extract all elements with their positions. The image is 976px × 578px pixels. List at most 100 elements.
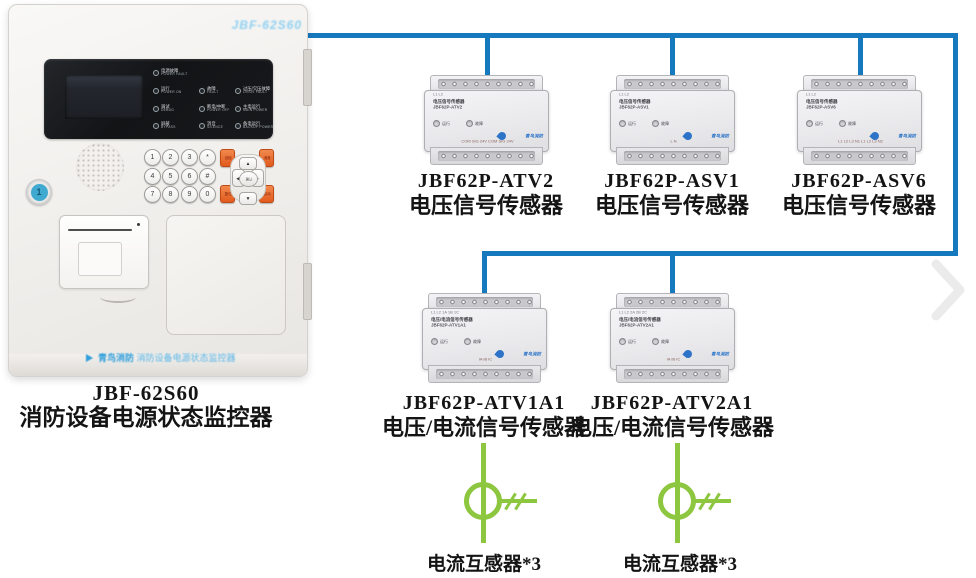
paper-guide <box>100 291 136 303</box>
terminal-screws <box>811 151 908 161</box>
terminal-block-bottom <box>430 147 543 165</box>
run-led <box>619 120 626 127</box>
panel-model-text: JBF-62S60 <box>92 381 200 405</box>
terminal-block-bottom <box>616 147 729 165</box>
riser-wire-right <box>953 33 958 256</box>
led-dot <box>235 88 241 94</box>
drop-wire-asv6 <box>858 33 863 76</box>
key-2[interactable]: 2 <box>162 149 179 166</box>
terminal-block-bottom <box>428 365 541 383</box>
logo-icon <box>86 354 94 362</box>
key-1[interactable]: 1 <box>144 149 161 166</box>
fault-led <box>839 120 846 127</box>
led-dot <box>153 70 159 76</box>
fault-led <box>652 338 659 345</box>
key-star[interactable]: * <box>199 149 216 166</box>
led-dot <box>235 123 241 129</box>
battery-compartment-door <box>166 215 286 335</box>
terminal-marks-top: L1 L2 <box>433 92 444 97</box>
arrow-up-button[interactable]: ▲ <box>239 157 257 170</box>
key-7[interactable]: 7 <box>144 186 161 203</box>
terminal-marks-bottom: L1 L2 L3 N1 L1 L2 L3 N2 <box>838 139 883 144</box>
confirm-button[interactable]: 确认 <box>239 171 258 187</box>
fault-led <box>466 120 473 127</box>
brand-logo: 青鸟消防 <box>682 129 729 142</box>
run-led <box>431 338 438 345</box>
sensor-caption-asv1: JBF62P-ASV1 电压信号传感器 <box>594 170 749 218</box>
key-9[interactable]: 9 <box>181 186 198 203</box>
terminal-screws <box>438 151 535 161</box>
status-leds: 运行 故障 <box>806 118 858 129</box>
paper-slot <box>68 229 132 231</box>
ct-circle <box>464 482 502 520</box>
key-hash[interactable]: # <box>199 168 216 185</box>
led-dot <box>153 88 159 94</box>
sensor-caption-asv6: JBF62P-ASV6 电压信号传感器 <box>781 170 936 218</box>
next-arrow-icon[interactable] <box>928 258 972 322</box>
ct-circle <box>658 482 696 520</box>
printer-unit <box>59 215 149 303</box>
terminal-marks-bottom: L N <box>670 139 677 144</box>
run-led <box>619 338 626 345</box>
panel-caption: JBF-62S60 消防设备电源状态监控器 <box>5 381 287 431</box>
terminal-block-bottom <box>803 147 916 165</box>
key-8[interactable]: 8 <box>162 186 179 203</box>
fault-led <box>464 338 471 345</box>
drop-wire-atv1a1 <box>482 251 487 294</box>
terminal-marks-top: L1 L2 1A 1B 1C <box>431 310 460 315</box>
arrow-down-button[interactable]: ▼ <box>239 192 257 205</box>
status-leds: 运行 故障 <box>433 118 485 129</box>
printer-door[interactable] <box>78 242 136 303</box>
terminal-marks-top: L1 L2 2A 2B 2C <box>619 310 648 315</box>
drop-wire-atv2 <box>485 33 490 76</box>
terminal-marks-top: L1 L2 <box>806 92 817 97</box>
printer-led <box>137 223 140 226</box>
terminal-screws <box>436 297 533 307</box>
terminal-block-bottom <box>616 365 729 383</box>
run-led <box>433 120 440 127</box>
key-6[interactable]: 6 <box>181 168 198 185</box>
lcd-screen <box>65 75 143 119</box>
status-leds: 运行 故障 <box>431 336 483 347</box>
key-5[interactable]: 5 <box>162 168 179 185</box>
panel-hinge-top <box>303 49 312 106</box>
sensor-caption-atv1a1: JBF62P-ATV1A1 电压/电流信号传感器 <box>381 392 587 440</box>
ct-caption-2: 电流互感器*3 <box>622 554 737 575</box>
terminal-marks-bottom: IA IB IC <box>666 357 681 362</box>
led-dot <box>153 123 159 129</box>
run-led <box>806 120 813 127</box>
terminal-screws <box>624 369 721 379</box>
terminal-screws <box>436 369 533 379</box>
terminal-screws <box>624 297 721 307</box>
key-3[interactable]: 3 <box>181 149 198 166</box>
brand-logo: 青鸟消防 <box>682 347 729 360</box>
key-0[interactable]: 0 <box>199 186 216 203</box>
led-dot <box>199 106 205 112</box>
key-4[interactable]: 4 <box>144 168 161 185</box>
terminal-screws <box>624 79 721 89</box>
key-lock[interactable]: 1 <box>26 179 52 205</box>
led-dot <box>199 88 205 94</box>
brand-logo: 青鸟消防 <box>496 129 543 142</box>
ct-caption-1: 电流互感器*3 <box>426 554 541 575</box>
terminal-marks-bottom: COM SIG 24V COM SIG 24V <box>461 139 514 144</box>
